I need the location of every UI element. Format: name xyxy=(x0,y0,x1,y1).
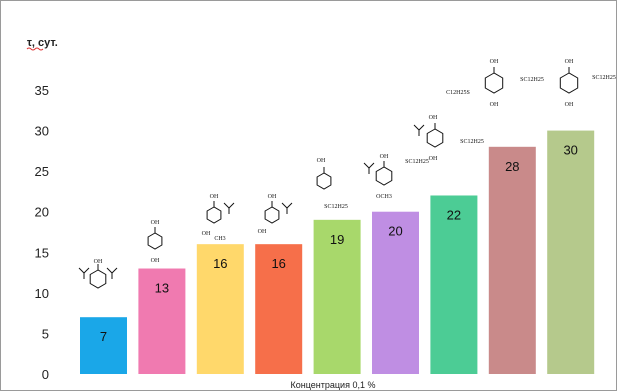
structure-label: OH xyxy=(210,194,219,200)
structure-label: OH xyxy=(202,231,211,237)
bar-data-label: 16 xyxy=(213,256,227,271)
bar-data-label: 30 xyxy=(563,143,577,158)
structure-label: OH xyxy=(317,158,326,164)
structure-label: OCH3 xyxy=(376,194,392,200)
molecule-structure: OH OH xyxy=(147,220,163,264)
y-axis-label: τ, сут. xyxy=(27,37,58,49)
structure-label: SC12H25 xyxy=(460,139,484,145)
y-tick-label: 0 xyxy=(42,367,49,382)
bar xyxy=(255,244,303,374)
bar xyxy=(547,130,595,374)
bar-data-label: 28 xyxy=(505,159,519,174)
bar-data-label: 22 xyxy=(447,207,461,222)
structure-label: C12H25S xyxy=(446,90,470,96)
structure-label: SC12H25 xyxy=(520,77,544,83)
structure-label: OH xyxy=(151,258,160,264)
bar xyxy=(313,219,361,374)
structure-label: OH xyxy=(429,156,438,162)
y-tick-label: 15 xyxy=(35,245,49,260)
x-axis-label: Концентрация 0,1 % xyxy=(291,380,376,390)
spellcheck-underline xyxy=(26,47,44,51)
structure-label: SC12H25 xyxy=(592,75,616,81)
bar xyxy=(430,195,478,374)
y-tick-label: 5 xyxy=(42,326,49,341)
structure-label: SC12H25 xyxy=(405,159,429,165)
structure-label: SC12H25 xyxy=(324,204,348,210)
y-tick-label: 20 xyxy=(35,205,49,220)
bar-data-label: 20 xyxy=(388,224,402,239)
molecule-structure: OH xyxy=(78,259,118,289)
molecule-structure: OH OCH3 SC12H25 xyxy=(363,154,429,200)
y-axis-ticks: 0 5 10 15 20 25 30 35 xyxy=(35,83,49,382)
y-tick-label: 10 xyxy=(35,286,49,301)
y-tick-label: 30 xyxy=(35,124,49,139)
structure-label: OH xyxy=(151,220,160,226)
bar-data-label: 19 xyxy=(330,232,344,247)
molecule-structure: OH OH xyxy=(258,194,293,235)
bar xyxy=(372,211,419,374)
molecule-structure: OH OH C12H25S SC12H25 xyxy=(446,59,544,108)
structure-label: OH xyxy=(258,229,267,235)
structure-label: OH xyxy=(565,102,574,108)
structure-label: OH xyxy=(94,259,103,265)
structure-label: OH xyxy=(490,102,499,108)
bar xyxy=(138,268,186,374)
bar-data-label: 7 xyxy=(100,329,107,344)
bars xyxy=(80,130,595,374)
molecule-structure: OH OH SC12H25 xyxy=(413,115,484,162)
y-tick-label: 35 xyxy=(35,83,49,98)
molecule-structure: OH SC12H25 xyxy=(316,158,348,210)
bar-labels: 7 13 16 16 19 20 22 28 30 xyxy=(100,143,578,345)
y-tick-label: 25 xyxy=(35,164,49,179)
structure-label: OH xyxy=(429,115,438,121)
bar xyxy=(196,244,244,374)
structure-label: CH3 xyxy=(214,236,225,242)
bar xyxy=(488,146,536,374)
bar xyxy=(80,317,127,374)
structure-label: OH xyxy=(380,154,389,160)
bar-data-label: 16 xyxy=(271,256,285,271)
structure-label: OH xyxy=(268,194,277,200)
structure-label: OH xyxy=(490,59,499,65)
bar-data-label: 13 xyxy=(155,281,169,296)
molecule-structures: OHOHOHOHOHCH3OHOHOHSC12H25OHOCH3SC12H25O… xyxy=(78,59,616,289)
structure-label: OH xyxy=(565,59,574,65)
molecule-structure: OH OH SC12H25 xyxy=(559,59,616,108)
